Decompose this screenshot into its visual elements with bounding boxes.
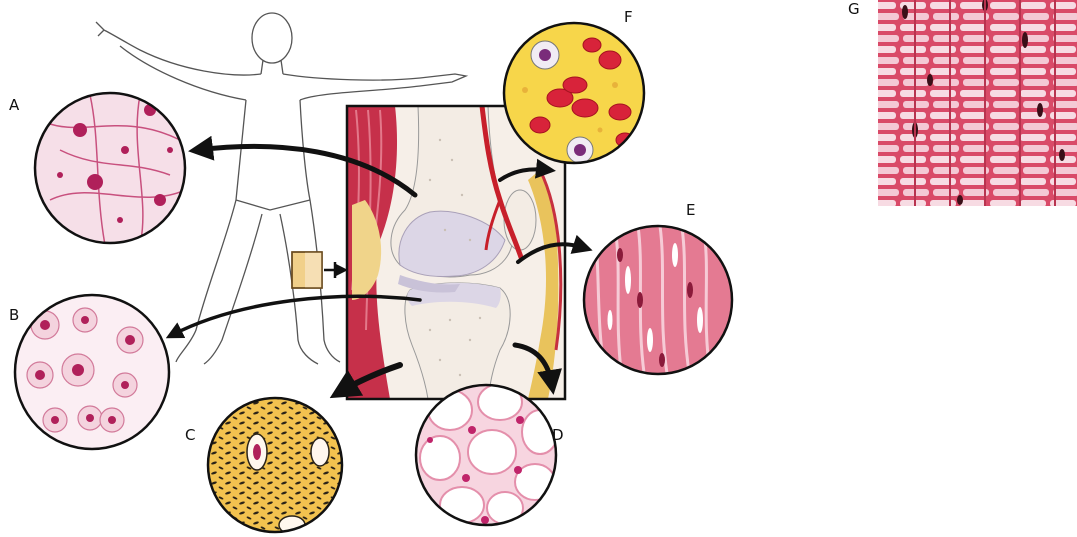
- leg-to-knee-arrow: [324, 262, 343, 278]
- tissue-circle-e: [584, 226, 732, 380]
- label-d: D: [552, 426, 564, 444]
- tissue-circle-d: [416, 384, 558, 525]
- label-a: A: [9, 96, 20, 114]
- tissue-circle-f: [504, 23, 644, 163]
- tissue-circle-a: [35, 93, 185, 245]
- label-c: C: [185, 426, 195, 444]
- label-b: B: [9, 306, 19, 324]
- leg-sample-box: [292, 252, 322, 288]
- label-g: G: [848, 0, 860, 18]
- tissue-panel-g: [878, 0, 1077, 206]
- tissue-circle-c: [208, 398, 342, 534]
- label-f: F: [624, 8, 633, 26]
- label-e: E: [686, 201, 695, 219]
- tissue-circle-b: [15, 295, 169, 449]
